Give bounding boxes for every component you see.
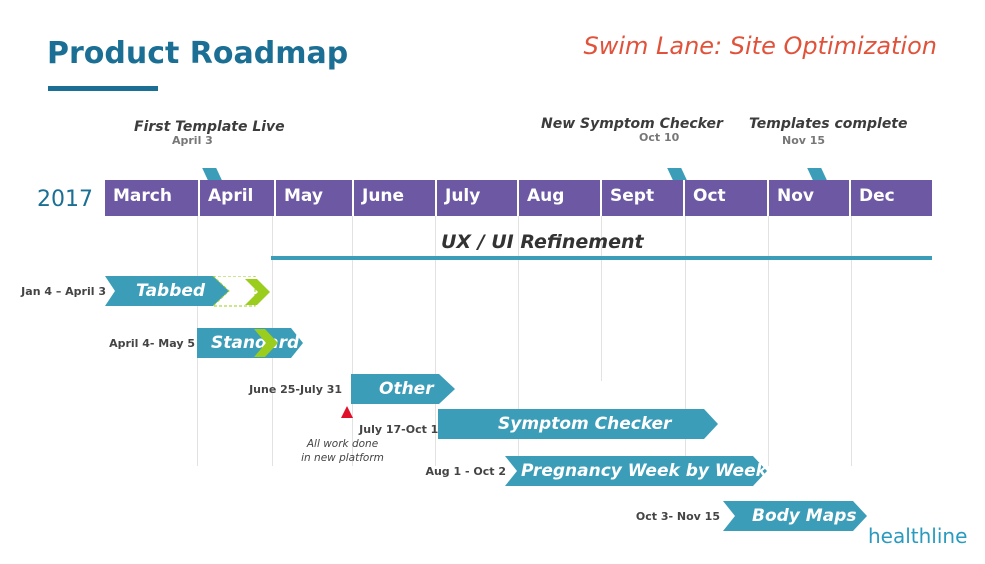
month-april: April xyxy=(198,180,274,216)
task-label-pregnancy: Pregnancy Week by Week xyxy=(521,461,767,481)
task-arrow-symptom-checker xyxy=(438,409,718,439)
task-range-other: June 25-July 31 xyxy=(249,383,342,396)
month-march: March xyxy=(113,186,172,206)
milestone-flag-icon xyxy=(807,168,827,180)
task-bar-symptom-checker: Symptom Checker xyxy=(438,409,720,439)
refinement-line xyxy=(271,256,932,260)
task-range-body-maps: Oct 3- Nov 15 xyxy=(635,510,720,523)
task-bar-pregnancy: Pregnancy Week by Week xyxy=(505,456,769,486)
task-label-symptom-checker: Symptom Checker xyxy=(498,414,672,434)
task-arrow-standard xyxy=(197,328,303,358)
task-range-pregnancy: Aug 1 - Oct 2 xyxy=(425,465,506,478)
month-sept: Sept xyxy=(600,180,683,216)
milestone-flag-icon xyxy=(667,168,687,180)
healthline-logo: healthline xyxy=(868,524,968,548)
month-bar: March April May June July Aug Sept Oct N… xyxy=(105,180,932,216)
gridline xyxy=(685,216,686,466)
gridline xyxy=(435,216,436,466)
refinement-label: UX / UI Refinement xyxy=(441,231,644,253)
gridline xyxy=(851,216,852,466)
milestone-first-template-date: April 3 xyxy=(172,134,213,147)
month-may: May xyxy=(274,180,352,216)
task-arrow-body-maps xyxy=(723,501,867,531)
year-label: 2017 xyxy=(37,187,93,212)
task-range-standard: April 4- May 5 xyxy=(109,337,195,350)
gridline xyxy=(601,216,602,381)
milestone-first-template-title: First Template Live xyxy=(134,119,285,135)
swim-lane-label: Swim Lane: Site Optimization xyxy=(583,32,937,60)
task-bar-standard: Standard xyxy=(197,328,305,358)
title-underline xyxy=(48,86,158,91)
month-aug: Aug xyxy=(517,180,600,216)
platform-note-line-2: in new platform xyxy=(301,452,384,464)
platform-note-line-1: All work done xyxy=(306,438,379,450)
chevron-icon xyxy=(254,329,278,357)
month-june: June xyxy=(352,180,435,216)
task-label-other: Other xyxy=(379,379,434,399)
month-july: July xyxy=(435,180,517,216)
milestone-symptom-checker-date: Oct 10 xyxy=(639,131,680,144)
gridline xyxy=(518,216,519,466)
task-arrow-other xyxy=(351,374,455,404)
gridline xyxy=(768,216,769,466)
milestone-templates-complete-date: Nov 15 xyxy=(782,134,826,147)
task-range-symptom-checker: July 17-Oct 10 xyxy=(359,423,446,436)
task-range-tabbed: Jan 4 – April 3 xyxy=(21,285,106,298)
task-bar-tabbed: Tabbed xyxy=(105,276,270,307)
task-label-body-maps: Body Maps xyxy=(752,506,857,526)
task-label-standard: Standard xyxy=(211,333,300,353)
platform-note: All work done in new platform xyxy=(290,437,395,465)
milestone-templates-complete-title: Templates complete xyxy=(749,116,908,132)
task-bar-other: Other xyxy=(351,374,457,404)
page-title: Product Roadmap xyxy=(47,36,349,71)
gridline xyxy=(352,216,353,466)
task-arrow-tabbed xyxy=(105,276,270,307)
month-dec: Dec xyxy=(849,180,932,216)
milestone-symptom-checker-title: New Symptom Checker xyxy=(541,116,723,132)
month-nov: Nov xyxy=(767,180,849,216)
month-oct: Oct xyxy=(683,180,767,216)
task-arrow-pregnancy xyxy=(505,456,767,486)
task-bar-body-maps: Body Maps xyxy=(723,501,869,531)
task-label-tabbed: Tabbed xyxy=(136,281,206,301)
milestone-flag-icon xyxy=(202,168,222,180)
platform-marker-icon xyxy=(341,406,353,418)
